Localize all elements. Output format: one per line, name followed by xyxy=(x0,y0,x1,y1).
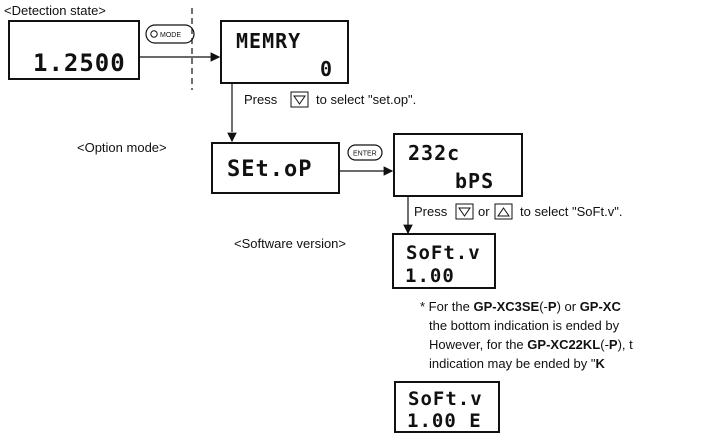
detection-value: 1.2500 xyxy=(33,49,126,77)
step1-press: Press xyxy=(244,92,278,107)
enter-button[interactable] xyxy=(347,144,383,161)
step2-or: or xyxy=(478,204,490,219)
memory-bottom: 0 xyxy=(320,57,333,81)
soft-display-alt xyxy=(394,381,500,433)
setop-value: SEt.oP xyxy=(227,157,312,182)
mode-button-label: MODE xyxy=(160,32,181,39)
memory-display xyxy=(220,20,349,84)
baud-display xyxy=(393,133,523,197)
soft2-bottom: 1.00 E xyxy=(407,410,482,432)
baud-top: 232c xyxy=(408,141,460,165)
mode-button-circle-icon xyxy=(150,30,158,38)
soft-display xyxy=(392,233,496,289)
step2-press: Press xyxy=(414,204,448,219)
mode-button[interactable] xyxy=(145,24,195,44)
note-line-1: * For the GP-XC3SE(-P) or GP-XC xyxy=(420,299,621,314)
baud-bottom: bPS xyxy=(455,169,494,193)
software-version-label: <Software version> xyxy=(234,236,346,251)
step1-text: to select "set.op". xyxy=(316,92,416,107)
down-triangle-icon xyxy=(293,95,306,105)
option-mode-label: <Option mode> xyxy=(77,140,167,155)
step2-text: to select "SoFt.v". xyxy=(520,204,622,219)
up-triangle-icon xyxy=(497,207,510,217)
up-key-icon xyxy=(494,203,513,220)
memory-top: MEMRY xyxy=(236,29,301,53)
detection-display xyxy=(8,20,140,80)
soft2-top: SoFt.v xyxy=(408,388,483,410)
down-triangle-icon-2 xyxy=(458,207,471,217)
note-line-4: indication may be ended by "K xyxy=(429,356,605,371)
soft-bottom: 1.00 xyxy=(405,265,455,287)
note-line-3: However, for the GP-XC22KL(-P), t xyxy=(429,337,633,352)
soft-top: SoFt.v xyxy=(406,242,481,264)
footnote: * For the GP-XC3SE(-P) or GP-XC the bott… xyxy=(420,297,708,373)
detection-state-label: <Detection state> xyxy=(4,3,106,18)
enter-button-label: ENTER xyxy=(353,151,377,158)
note-line-2: the bottom indication is ended by xyxy=(429,318,620,333)
setop-display xyxy=(211,142,340,194)
